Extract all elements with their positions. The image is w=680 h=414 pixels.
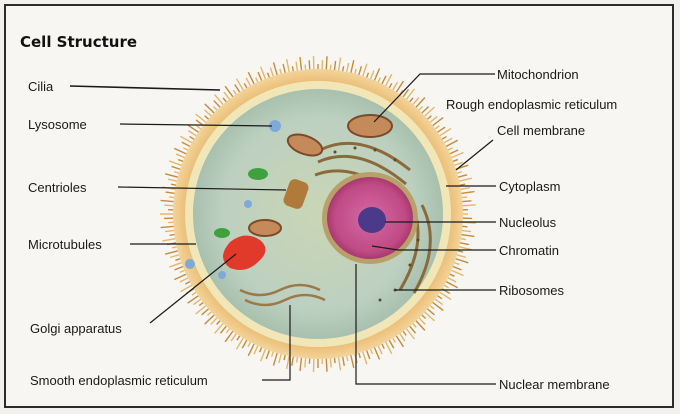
green-vesicle-2 (214, 228, 230, 238)
lysosome-shape-3 (185, 259, 195, 269)
lysosome-shape-2 (244, 200, 252, 208)
label-microtubules: Microtubules (28, 237, 102, 252)
label-chromatin: Chromatin (499, 243, 559, 258)
label-cilia: Cilia (28, 79, 53, 94)
label-centrioles: Centrioles (28, 180, 87, 195)
label-lysosome: Lysosome (28, 117, 87, 132)
label-nuclear-membrane: Nuclear membrane (499, 377, 610, 392)
label-cell-membrane: Cell membrane (497, 123, 585, 138)
label-cytoplasm: Cytoplasm (499, 179, 560, 194)
label-smooth-er: Smooth endoplasmic reticulum (30, 373, 208, 388)
green-vesicle (248, 168, 268, 180)
label-rough-er: Rough endoplasmic reticulum (446, 97, 617, 112)
page-title: Cell Structure (20, 33, 137, 51)
label-mitochondrion: Mitochondrion (497, 67, 579, 82)
mitochondrion-shape (348, 115, 392, 137)
label-golgi-apparatus: Golgi apparatus (30, 321, 122, 336)
lysosome-shape-4 (218, 271, 226, 279)
mitochondrion-shape-3 (249, 220, 281, 236)
label-nucleolus: Nucleolus (499, 215, 556, 230)
nucleolus-shape (358, 207, 386, 233)
label-ribosomes: Ribosomes (499, 283, 564, 298)
